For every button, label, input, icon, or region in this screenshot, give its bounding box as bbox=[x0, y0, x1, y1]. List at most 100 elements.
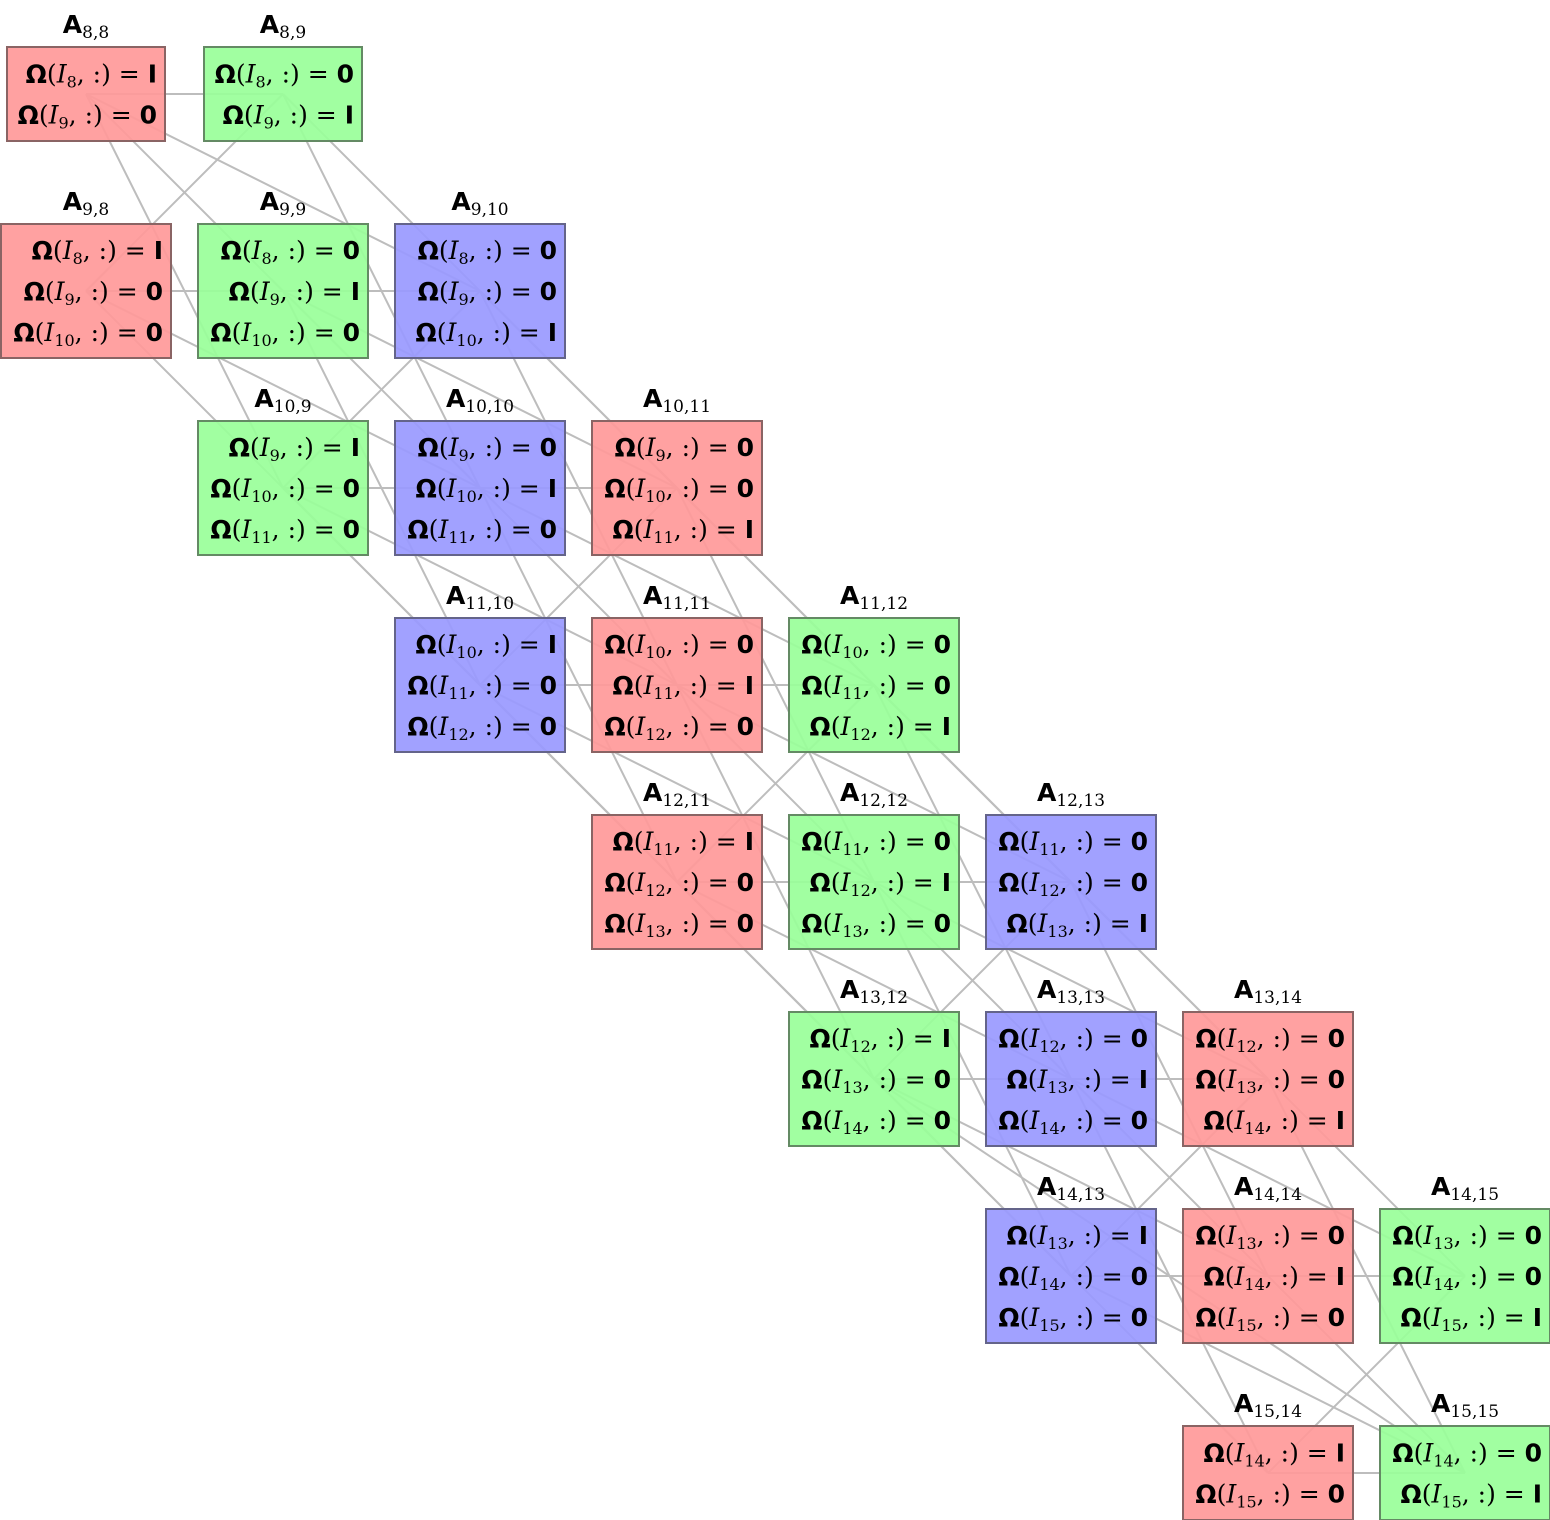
edge-11-12-to-14-15 bbox=[873, 684, 1466, 1277]
block-box bbox=[197, 420, 369, 556]
nodes-layer: A8,8Ω(I8, :) = I Ω(I9, :) = 0 A8,9Ω(I8, :)… bbox=[0, 10, 1550, 1520]
block-11-12: A11,12Ω(I10, :) = 0 Ω(I11, :) = 0 Ω(I12, :… bbox=[788, 581, 960, 753]
block-15-15: A15,15Ω(I14, :) = 0 Ω(I15, :) = I bbox=[1379, 1389, 1550, 1520]
condition-row: Ω(I10, :) = 0 bbox=[801, 630, 951, 662]
condition-row: Ω(I8, :) = I bbox=[26, 60, 157, 92]
condition-row: Ω(I13, :) = I bbox=[1006, 1221, 1148, 1253]
condition-row: Ω(I14, :) = 0 bbox=[998, 1262, 1148, 1294]
condition-row: Ω(I10, :) = 0 bbox=[13, 318, 163, 350]
condition-row: Ω(I13, :) = 0 bbox=[801, 1065, 951, 1097]
condition-row: Ω(I8, :) = 0 bbox=[215, 60, 354, 92]
block-title: A10,10 bbox=[446, 384, 514, 417]
block-title: A14,13 bbox=[1037, 1172, 1105, 1205]
condition-row: Ω(I13, :) = I bbox=[1006, 909, 1148, 941]
condition-row: Ω(I9, :) = I bbox=[223, 101, 354, 133]
condition-row: Ω(I11, :) = 0 bbox=[210, 515, 360, 547]
condition-row: Ω(I10, :) = I bbox=[415, 630, 557, 662]
condition-row: Ω(I9, :) = 0 bbox=[615, 433, 754, 465]
edge-12-11-to-15-14 bbox=[676, 881, 1269, 1474]
condition-row: Ω(I14, :) = 0 bbox=[998, 1106, 1148, 1138]
block-title: A14,15 bbox=[1431, 1172, 1499, 1205]
block-12-11: A12,11Ω(I11, :) = I Ω(I12, :) = 0 Ω(I13, :… bbox=[591, 778, 763, 950]
condition-row: Ω(I12, :) = I bbox=[809, 1024, 951, 1056]
block-box bbox=[1182, 1208, 1354, 1344]
block-13-14: A13,14Ω(I12, :) = 0Ω(I13, :) = 0Ω(I14, :… bbox=[1182, 975, 1354, 1147]
block-title: A11,12 bbox=[840, 581, 908, 614]
condition-row: Ω(I14, :) = 0 bbox=[1392, 1262, 1542, 1294]
block-9-8: A9,8Ω(I8, :) = IΩ(I9, :) = 0Ω(I10, :) = … bbox=[0, 187, 172, 359]
condition-row: Ω(I10, :) = 0 bbox=[604, 474, 754, 506]
condition-row: Ω(I11, :) = I bbox=[612, 515, 754, 547]
condition-row: Ω(I14, :) = I bbox=[1203, 1262, 1345, 1294]
block-8-9: A8,9Ω(I8, :) = 0 Ω(I9, :) = I bbox=[203, 10, 363, 142]
block-title: A9,10 bbox=[451, 187, 508, 220]
condition-row: Ω(I14, :) = 0 bbox=[801, 1106, 951, 1138]
condition-row: Ω(I13, :) = 0 bbox=[1195, 1221, 1345, 1253]
block-12-12: A12,12Ω(I11, :) = 0Ω(I12, :) = IΩ(I13, :… bbox=[788, 778, 960, 950]
block-box bbox=[591, 617, 763, 753]
block-12-13: A12,13Ω(I11, :) = 0 Ω(I12, :) = 0 Ω(I13, :… bbox=[985, 778, 1157, 950]
condition-row: Ω(I8, :) = 0 bbox=[221, 236, 360, 268]
block-title: A12,13 bbox=[1037, 778, 1105, 811]
condition-row: Ω(I12, :) = 0 bbox=[998, 868, 1148, 900]
block-title: A11,10 bbox=[446, 581, 514, 614]
block-box bbox=[591, 420, 763, 556]
block-box bbox=[203, 46, 363, 142]
block-box bbox=[0, 223, 172, 359]
condition-row: Ω(I15, :) = I bbox=[1400, 1303, 1542, 1335]
block-box bbox=[788, 814, 960, 950]
condition-row: Ω(I9, :) = I bbox=[229, 433, 360, 465]
condition-row: Ω(I12, :) = 0 bbox=[604, 868, 754, 900]
condition-row: Ω(I12, :) = 0 bbox=[998, 1024, 1148, 1056]
condition-row: Ω(I14, :) = 0 bbox=[1392, 1439, 1542, 1471]
block-title: A11,11 bbox=[643, 581, 711, 614]
condition-row: Ω(I8, :) = 0 bbox=[418, 236, 557, 268]
block-title: A13,14 bbox=[1234, 975, 1302, 1008]
condition-row: Ω(I9, :) = 0 bbox=[18, 101, 157, 133]
block-title: A10,11 bbox=[643, 384, 711, 417]
block-title: A8,9 bbox=[260, 10, 306, 43]
block-title: A13,13 bbox=[1037, 975, 1105, 1008]
block-box bbox=[197, 223, 369, 359]
condition-row: Ω(I11, :) = 0 bbox=[407, 671, 557, 703]
condition-row: Ω(I15, :) = 0 bbox=[1195, 1303, 1345, 1335]
condition-row: Ω(I15, :) = 0 bbox=[1195, 1480, 1345, 1512]
block-14-14: A14,14Ω(I13, :) = 0 Ω(I14, :) = I Ω(I15, :… bbox=[1182, 1172, 1354, 1344]
condition-row: Ω(I14, :) = I bbox=[1203, 1439, 1345, 1471]
block-box bbox=[1379, 1425, 1550, 1520]
block-box bbox=[985, 814, 1157, 950]
condition-row: Ω(I13, :) = I bbox=[1006, 1065, 1148, 1097]
condition-row: Ω(I11, :) = 0 bbox=[801, 671, 951, 703]
condition-row: Ω(I10, :) = 0 bbox=[210, 474, 360, 506]
block-title: A9,8 bbox=[63, 187, 109, 220]
block-title: A14,14 bbox=[1234, 1172, 1302, 1205]
condition-row: Ω(I11, :) = 0 bbox=[801, 827, 951, 859]
block-title: A15,14 bbox=[1234, 1389, 1302, 1422]
condition-row: Ω(I12, :) = 0 bbox=[604, 712, 754, 744]
block-box bbox=[1379, 1208, 1550, 1344]
block-title: A15,15 bbox=[1431, 1389, 1499, 1422]
block-title: A8,8 bbox=[63, 10, 109, 43]
condition-row: Ω(I13, :) = 0 bbox=[1392, 1221, 1542, 1253]
condition-row: Ω(I14, :) = I bbox=[1203, 1106, 1345, 1138]
block-box bbox=[394, 420, 566, 556]
condition-row: Ω(I9, :) = 0 bbox=[418, 277, 557, 309]
condition-row: Ω(I13, :) = 0 bbox=[604, 909, 754, 941]
block-box bbox=[788, 1011, 960, 1147]
block-box bbox=[394, 223, 566, 359]
condition-row: Ω(I9, :) = 0 bbox=[418, 433, 557, 465]
condition-row: Ω(I12, :) = 0 bbox=[407, 712, 557, 744]
condition-row: Ω(I15, :) = I bbox=[1400, 1480, 1542, 1512]
condition-row: Ω(I12, :) = I bbox=[809, 712, 951, 744]
block-title: A12,11 bbox=[643, 778, 711, 811]
condition-row: Ω(I13, :) = 0 bbox=[801, 909, 951, 941]
condition-row: Ω(I11, :) = 0 bbox=[998, 827, 1148, 859]
condition-row: Ω(I12, :) = I bbox=[809, 868, 951, 900]
block-13-13: A13,13Ω(I12, :) = 0 Ω(I13, :) = I Ω(I14, :… bbox=[985, 975, 1157, 1147]
condition-row: Ω(I11, :) = I bbox=[612, 827, 754, 859]
block-title: A13,12 bbox=[840, 975, 908, 1008]
block-8-8: A8,8Ω(I8, :) = I Ω(I9, :) = 0 bbox=[6, 10, 166, 142]
condition-row: Ω(I12, :) = 0 bbox=[1195, 1024, 1345, 1056]
condition-row: Ω(I8, :) = I bbox=[32, 236, 163, 268]
